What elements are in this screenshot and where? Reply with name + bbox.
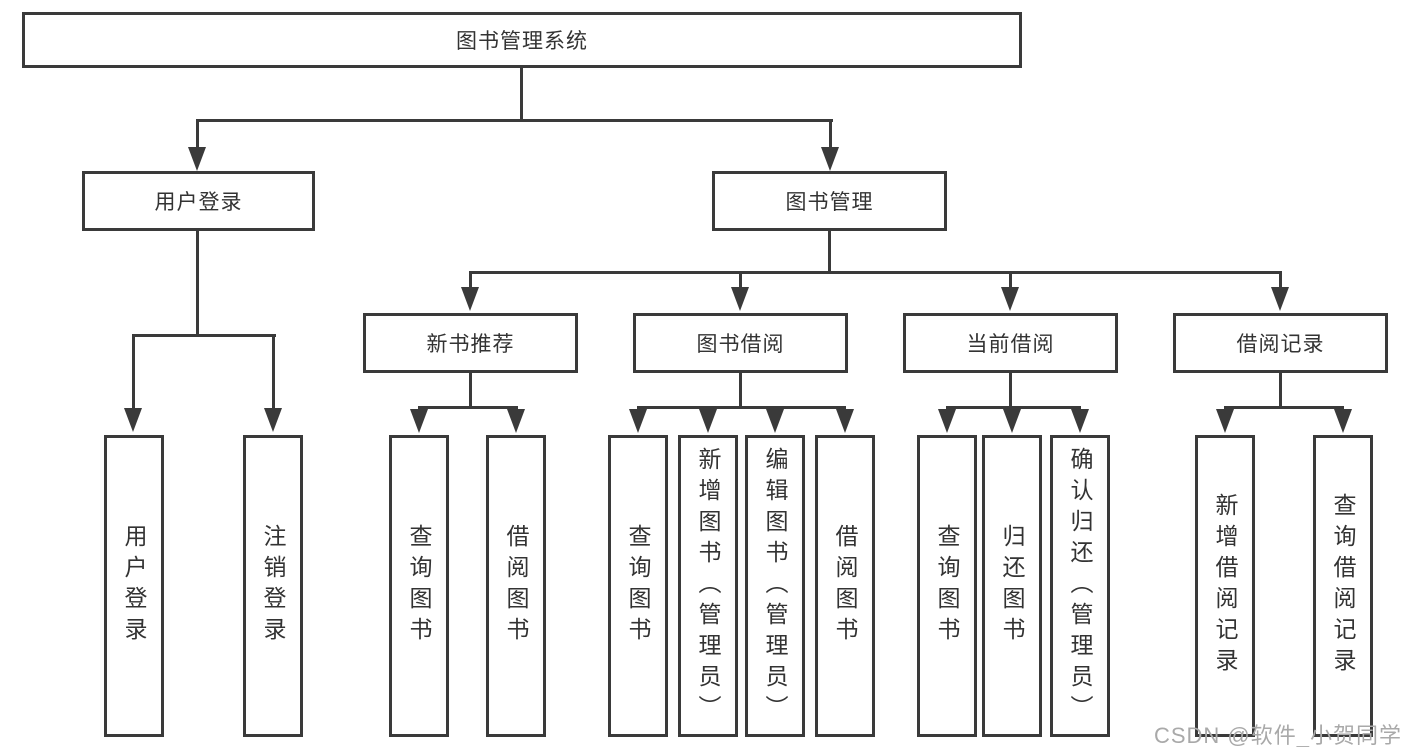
- connector-line: [946, 406, 1081, 409]
- connector-line: [520, 68, 523, 121]
- node-label: 借阅记录: [1236, 333, 1325, 356]
- connector-line: [418, 406, 518, 409]
- leaf-borrow-books: 借阅图书: [486, 435, 546, 737]
- connector-line: [469, 273, 472, 287]
- leaf-confirm-return-admin: 确认归还（管理员）: [1050, 435, 1110, 737]
- node-borrowing-records: 借阅记录: [1173, 313, 1388, 373]
- node-label: 新增图书（管理员）: [695, 446, 721, 726]
- leaf-add-borrow-record: 新增借阅记录: [1195, 435, 1255, 737]
- arrow-down: [629, 409, 647, 433]
- connector-line: [739, 273, 742, 287]
- node-current-borrowing: 当前借阅: [903, 313, 1118, 373]
- arrow-down: [1071, 409, 1089, 433]
- connector-line: [1009, 273, 1012, 287]
- node-label: 用户登录: [121, 524, 147, 648]
- connector-line: [1279, 273, 1282, 287]
- connector-line: [739, 373, 742, 408]
- leaf-user-login: 用户登录: [104, 435, 164, 737]
- arrow-down: [938, 409, 956, 433]
- arrow-down: [1003, 409, 1021, 433]
- connector-line: [1279, 373, 1282, 408]
- connector-line: [637, 406, 846, 409]
- node-label: 当前借阅: [966, 333, 1055, 356]
- connector-line: [196, 119, 833, 122]
- node-label: 查询图书: [406, 524, 432, 648]
- node-label: 用户登录: [154, 191, 243, 214]
- arrow-down: [699, 409, 717, 433]
- connector-line: [272, 336, 275, 408]
- arrow-down: [461, 287, 479, 311]
- connector-line: [132, 334, 276, 337]
- leaf-add-book-admin: 新增图书（管理员）: [678, 435, 738, 737]
- csdn-watermark: CSDN @软件_小贺同学: [1153, 723, 1402, 747]
- connector-line: [132, 336, 135, 408]
- leaf-borrow-books: 借阅图书: [815, 435, 875, 737]
- connector-line: [469, 373, 472, 408]
- leaf-query-books: 查询图书: [389, 435, 449, 737]
- node-book-borrowing: 图书借阅: [633, 313, 848, 373]
- node-label: 注销登录: [260, 524, 286, 648]
- leaf-return-books: 归还图书: [982, 435, 1042, 737]
- leaf-query-borrow-record: 查询借阅记录: [1313, 435, 1373, 737]
- node-label: 借阅图书: [503, 524, 529, 648]
- node-label: 新增借阅记录: [1212, 493, 1238, 679]
- connector-line: [196, 231, 199, 337]
- arrow-down: [1271, 287, 1289, 311]
- arrow-down: [731, 287, 749, 311]
- node-label: 图书管理: [785, 191, 874, 214]
- node-new-book-recommend: 新书推荐: [363, 313, 578, 373]
- node-label: 查询借阅记录: [1330, 493, 1356, 679]
- leaf-edit-book-admin: 编辑图书（管理员）: [745, 435, 805, 737]
- arrow-down: [124, 408, 142, 432]
- leaf-query-books: 查询图书: [608, 435, 668, 737]
- arrow-down: [821, 147, 839, 171]
- node-label: 借阅图书: [832, 524, 858, 648]
- arrow-down: [1216, 409, 1234, 433]
- node-label: 新书推荐: [426, 333, 515, 356]
- node-library-system: 图书管理系统: [22, 12, 1022, 68]
- arrow-down: [1334, 409, 1352, 433]
- node-book-management: 图书管理: [712, 171, 947, 231]
- arrow-down: [188, 147, 206, 171]
- node-label: 确认归还（管理员）: [1067, 446, 1093, 726]
- arrow-down: [836, 409, 854, 433]
- node-label: 编辑图书（管理员）: [762, 446, 788, 726]
- leaf-logout: 注销登录: [243, 435, 303, 737]
- arrow-down: [410, 409, 428, 433]
- node-label: 查询图书: [625, 524, 651, 648]
- connector-line: [1009, 373, 1012, 408]
- node-label: 查询图书: [934, 524, 960, 648]
- node-label: 图书管理系统: [456, 30, 588, 53]
- arrow-down: [1001, 287, 1019, 311]
- arrow-down: [507, 409, 525, 433]
- connector-line: [1224, 406, 1344, 409]
- connector-line: [469, 271, 1282, 274]
- arrow-down: [264, 408, 282, 432]
- connector-line: [829, 121, 832, 149]
- node-label: 图书借阅: [696, 333, 785, 356]
- node-user-login: 用户登录: [82, 171, 315, 231]
- node-label: 归还图书: [999, 524, 1025, 648]
- connector-line: [196, 121, 199, 149]
- leaf-query-books: 查询图书: [917, 435, 977, 737]
- arrow-down: [766, 409, 784, 433]
- connector-line: [828, 231, 831, 273]
